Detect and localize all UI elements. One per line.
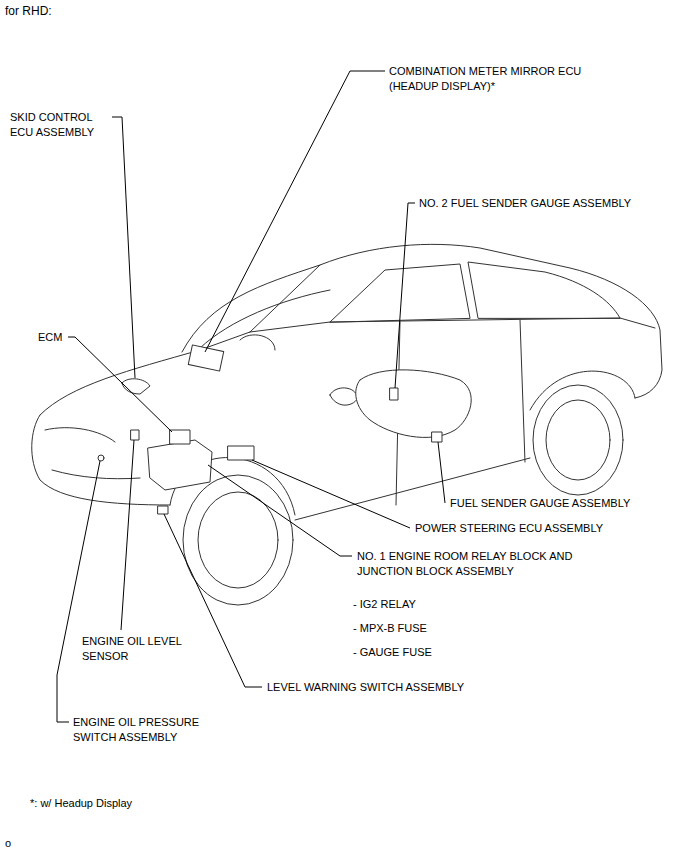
leader-line: [438, 442, 445, 503]
part-label: COMBINATION METER MIRROR ECU (HEADUP DIS…: [389, 64, 604, 94]
rear-wheel: [546, 400, 610, 480]
part-label: ECM: [38, 330, 62, 345]
fuel-tank: [356, 370, 472, 438]
steering-wheel: [240, 335, 275, 350]
cowl-line: [200, 290, 330, 348]
door-mirror: [330, 388, 358, 405]
leader-line: [57, 461, 100, 722]
fuel-sender: [390, 388, 398, 400]
hood-line: [40, 332, 250, 415]
part-label: LEVEL WARNING SWITCH ASSEMBLY: [267, 680, 464, 695]
leader-line: [208, 465, 352, 556]
front-wheel: [183, 475, 293, 605]
part-label: FUEL SENDER GAUGE ASSEMBLY: [450, 496, 630, 511]
level-warning-switch: [158, 506, 168, 514]
leader-line: [395, 203, 415, 388]
rear-door-window: [468, 262, 620, 318]
oil-level-sensor: [131, 430, 139, 440]
front-wheel: [198, 492, 278, 588]
ecm-box: [170, 430, 190, 444]
leader-line: [68, 337, 172, 432]
headlight: [45, 428, 115, 442]
part-label: NO. 1 ENGINE ROOM RELAY BLOCK AND JUNCTI…: [357, 549, 575, 579]
leader-line: [252, 460, 410, 528]
door-line: [520, 320, 525, 462]
part-label: - MPX-B FUSE: [353, 621, 427, 636]
part-label: - IG2 RELAY: [353, 597, 416, 612]
fuel-sender: [432, 432, 442, 442]
part-label: NO. 2 FUEL SENDER GAUGE ASSEMBLY: [419, 196, 631, 211]
footnote: *: w/ Headup Display: [30, 796, 132, 811]
skid-control-ecu: [122, 379, 150, 394]
part-label: SKID CONTROL ECU ASSEMBLY: [10, 110, 108, 140]
rear-wheel: [533, 385, 623, 495]
oil-pressure-switch: [98, 455, 104, 461]
part-label: - GAUGE FUSE: [353, 645, 432, 660]
part-label: ENGINE OIL PRESSURE SWITCH ASSEMBLY: [73, 715, 231, 745]
grille-line: [52, 470, 140, 479]
leader-line: [121, 440, 134, 630]
windshield: [182, 265, 320, 352]
leader-line: [205, 71, 385, 352]
headup-display-unit: [188, 345, 223, 371]
leader-line: [112, 117, 135, 378]
part-label: ENGINE OIL LEVEL SENSOR: [82, 634, 184, 664]
power-steering-ecu: [228, 446, 254, 460]
relay-block: [148, 440, 212, 490]
rear-wheel-arch: [530, 371, 635, 410]
part-label: POWER STEERING ECU ASSEMBLY: [415, 521, 603, 536]
part-label: o: [5, 836, 11, 851]
page-heading: for RHD:: [5, 4, 52, 19]
belt-line: [250, 318, 655, 332]
